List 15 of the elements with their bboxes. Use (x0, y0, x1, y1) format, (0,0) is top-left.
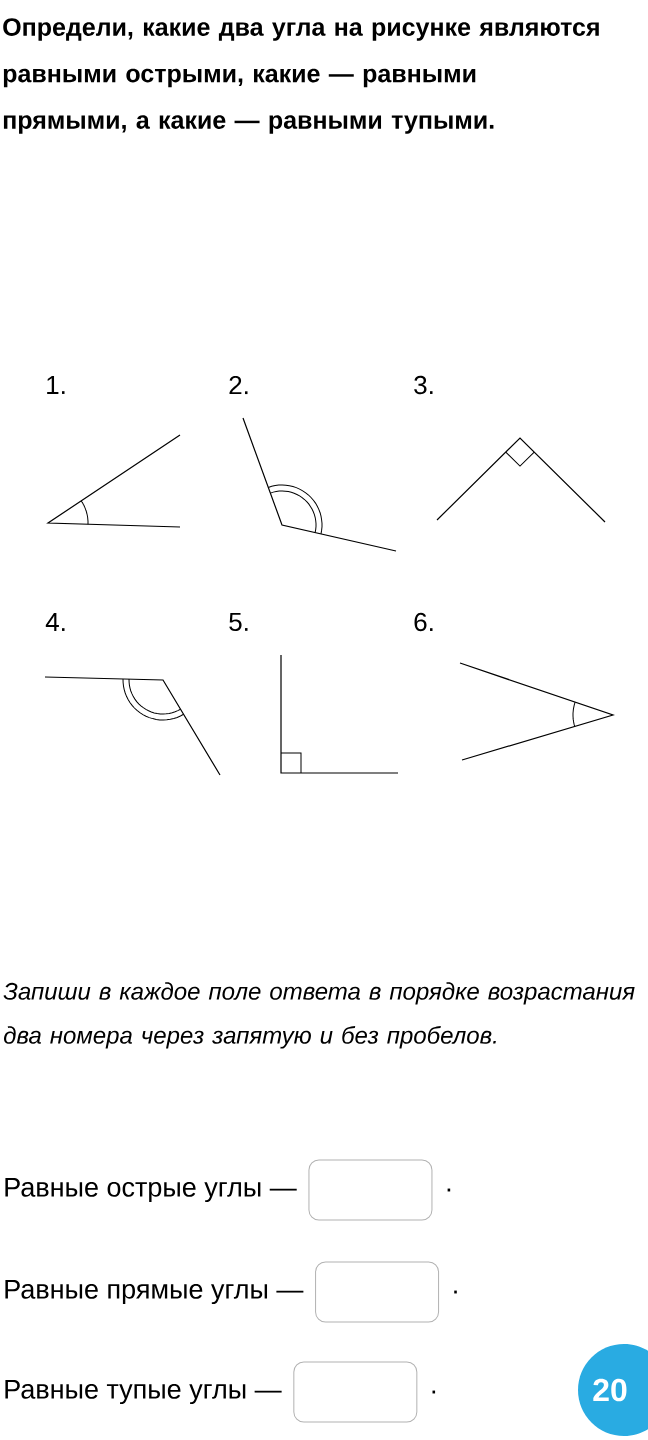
angle-number: 3. (414, 375, 433, 395)
answer-label: Равные тупые углы — (5, 1379, 282, 1405)
period: . (447, 1188, 451, 1192)
angle-number: 6. (414, 612, 433, 632)
period: . (432, 1390, 436, 1394)
answer-label: Равные прямые углы — (5, 1279, 304, 1305)
answer-label: Равные острые углы — (5, 1177, 297, 1203)
period: . (454, 1290, 457, 1294)
angle-number: 1. (47, 376, 65, 394)
angle-number: 2. (229, 375, 248, 395)
question-text: Определи, какие два угла на рисунке являются равными острыми, какие — равными прямыми, а какие — равными тупыми. (3, 18, 599, 134)
angle-number: 4. (45, 613, 65, 631)
instruction-text: Запиши в каждое поле ответа в порядке возрастания два номера через запятую и без пробелов. (3, 982, 635, 1049)
angle-number: 5. (229, 612, 248, 632)
page-number-badge: 20 (578, 1344, 648, 1436)
